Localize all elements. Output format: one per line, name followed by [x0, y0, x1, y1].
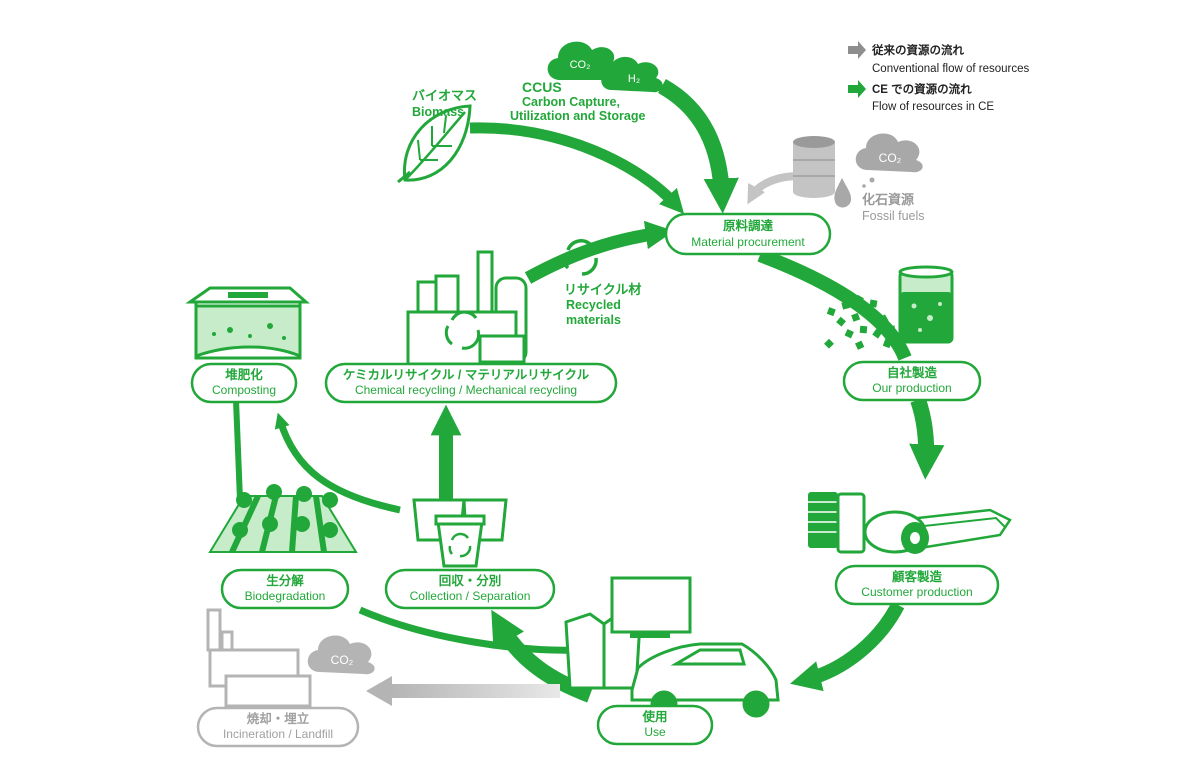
- collection-bins-icon: [412, 498, 508, 568]
- ccus-line2: Utilization and Storage: [510, 109, 645, 123]
- fossil-co2-cloud-icon: CO₂: [855, 133, 923, 188]
- node-own-jp: 自社製造: [887, 365, 938, 380]
- node-incineration-en: Incineration / Landfill: [223, 727, 333, 741]
- recycled-en2: materials: [566, 313, 621, 327]
- legend-gray-arrow-icon: [848, 41, 866, 59]
- node-biodeg: 生分解 Biodegradation: [220, 568, 350, 610]
- arrow-material-to-own: [757, 248, 912, 361]
- arrow-customer-to-use: [790, 601, 905, 692]
- node-collection-en: Collection / Separation: [410, 589, 531, 603]
- arrow-ccus-to-material: [657, 79, 739, 214]
- fossil-co2-label: CO₂: [879, 151, 902, 165]
- tv-icon: [610, 576, 692, 638]
- legend: 従来の資源の流れ Conventional flow of resources …: [848, 41, 1029, 113]
- legend-ce-en: Flow of resources in CE: [872, 101, 994, 113]
- fossil-en: Fossil fuels: [862, 209, 925, 223]
- node-own-en: Our production: [872, 381, 951, 395]
- biomass-label: バイオマス Biomass: [412, 88, 477, 119]
- oil-drum-icon: [793, 136, 835, 198]
- incineration-plant-icon: [206, 608, 312, 708]
- recycle-icon-factory: [444, 310, 481, 350]
- legend-conventional-en: Conventional flow of resources: [872, 63, 1029, 75]
- node-biodeg-en: Biodegradation: [245, 589, 326, 603]
- legend-ce-jp: CE での資源の流れ: [872, 82, 972, 96]
- recycled-label: リサイクル材 Recycled materials: [564, 282, 641, 327]
- legend-green-arrow-icon: [848, 80, 866, 98]
- oil-drop-icon: [834, 178, 852, 208]
- flow-arrows: [233, 79, 945, 703]
- node-recycling-jp: ケミカルリサイクル / マテリアルリサイクル: [343, 368, 590, 382]
- ccus-line1: Carbon Capture,: [522, 95, 620, 109]
- h2-cloud-icon: H₂: [601, 56, 663, 93]
- biomass-en: Biomass: [412, 105, 464, 119]
- factory-icon: [406, 250, 528, 366]
- ccus-title: CCUS: [522, 79, 562, 95]
- film-rolls-icon: [808, 492, 1012, 554]
- co2-cloud-icon: CO₂: [547, 41, 620, 81]
- incineration-co2-label: CO₂: [331, 653, 354, 667]
- fossil-label: 化石資源 Fossil fuels: [862, 192, 925, 223]
- arrow-biodeg-to-use: [358, 606, 581, 654]
- recycle-icon-bin: [448, 532, 472, 558]
- node-use-en: Use: [644, 725, 666, 739]
- node-customer-jp: 顧客製造: [892, 569, 943, 584]
- node-incineration-jp: 焼却・埋立: [247, 711, 310, 726]
- compost-bin-icon: [185, 286, 310, 360]
- arrow-use-to-collection: [491, 609, 593, 703]
- recycle-icon-recycled: [562, 239, 598, 276]
- h2-cloud-label: H₂: [628, 73, 640, 85]
- arrow-own-to-customer: [909, 397, 945, 480]
- node-composting: 堆肥化 Composting: [190, 362, 298, 404]
- fossil-jp: 化石資源: [862, 192, 914, 207]
- ccus-label: CCUS Carbon Capture, Utilization and Sto…: [510, 79, 645, 123]
- node-composting-jp: 堆肥化: [225, 367, 263, 382]
- plant-field-icon: [208, 484, 358, 554]
- node-own: 自社製造 Our production: [842, 360, 982, 402]
- arrow-biomass-to-material: [469, 122, 685, 214]
- node-use-jp: 使用: [641, 709, 667, 724]
- pellets-icon: [824, 294, 896, 350]
- node-collection: 回収・分別 Collection / Separation: [384, 568, 556, 610]
- beaker-icon: [898, 265, 954, 344]
- node-customer-en: Customer production: [861, 585, 972, 599]
- node-material-jp: 原料調達: [723, 218, 774, 233]
- arrow-composting-to-biodeg: [233, 399, 243, 501]
- node-material: 原料調達 Material procurement: [664, 212, 832, 256]
- node-collection-jp: 回収・分別: [439, 573, 502, 588]
- biomass-jp: バイオマス: [412, 88, 477, 103]
- recycled-en1: Recycled: [566, 298, 621, 312]
- node-incineration: 焼却・埋立 Incineration / Landfill: [196, 706, 360, 748]
- co2-cloud-label: CO₂: [570, 59, 591, 71]
- node-material-en: Material procurement: [691, 235, 805, 249]
- arrow-fossil-to-material: [747, 172, 801, 205]
- node-use: 使用 Use: [596, 704, 714, 746]
- node-customer: 顧客製造 Customer production: [834, 564, 1000, 606]
- node-recycling-en: Chemical recycling / Mechanical recyclin…: [355, 383, 577, 397]
- leaf-icon: [397, 104, 472, 184]
- node-biodeg-jp: 生分解: [266, 573, 304, 588]
- node-recycling: ケミカルリサイクル / マテリアルリサイクル Chemical recyclin…: [324, 362, 618, 404]
- arrow-use-to-incineration: [366, 676, 560, 706]
- legend-conventional-jp: 従来の資源の流れ: [871, 43, 964, 57]
- recycled-jp: リサイクル材: [564, 282, 641, 297]
- arrow-collection-to-composting: [274, 412, 401, 514]
- incineration-co2-cloud-icon: CO₂: [307, 635, 375, 675]
- node-composting-en: Composting: [212, 383, 276, 397]
- arrow-recycled-to-material: [524, 220, 675, 284]
